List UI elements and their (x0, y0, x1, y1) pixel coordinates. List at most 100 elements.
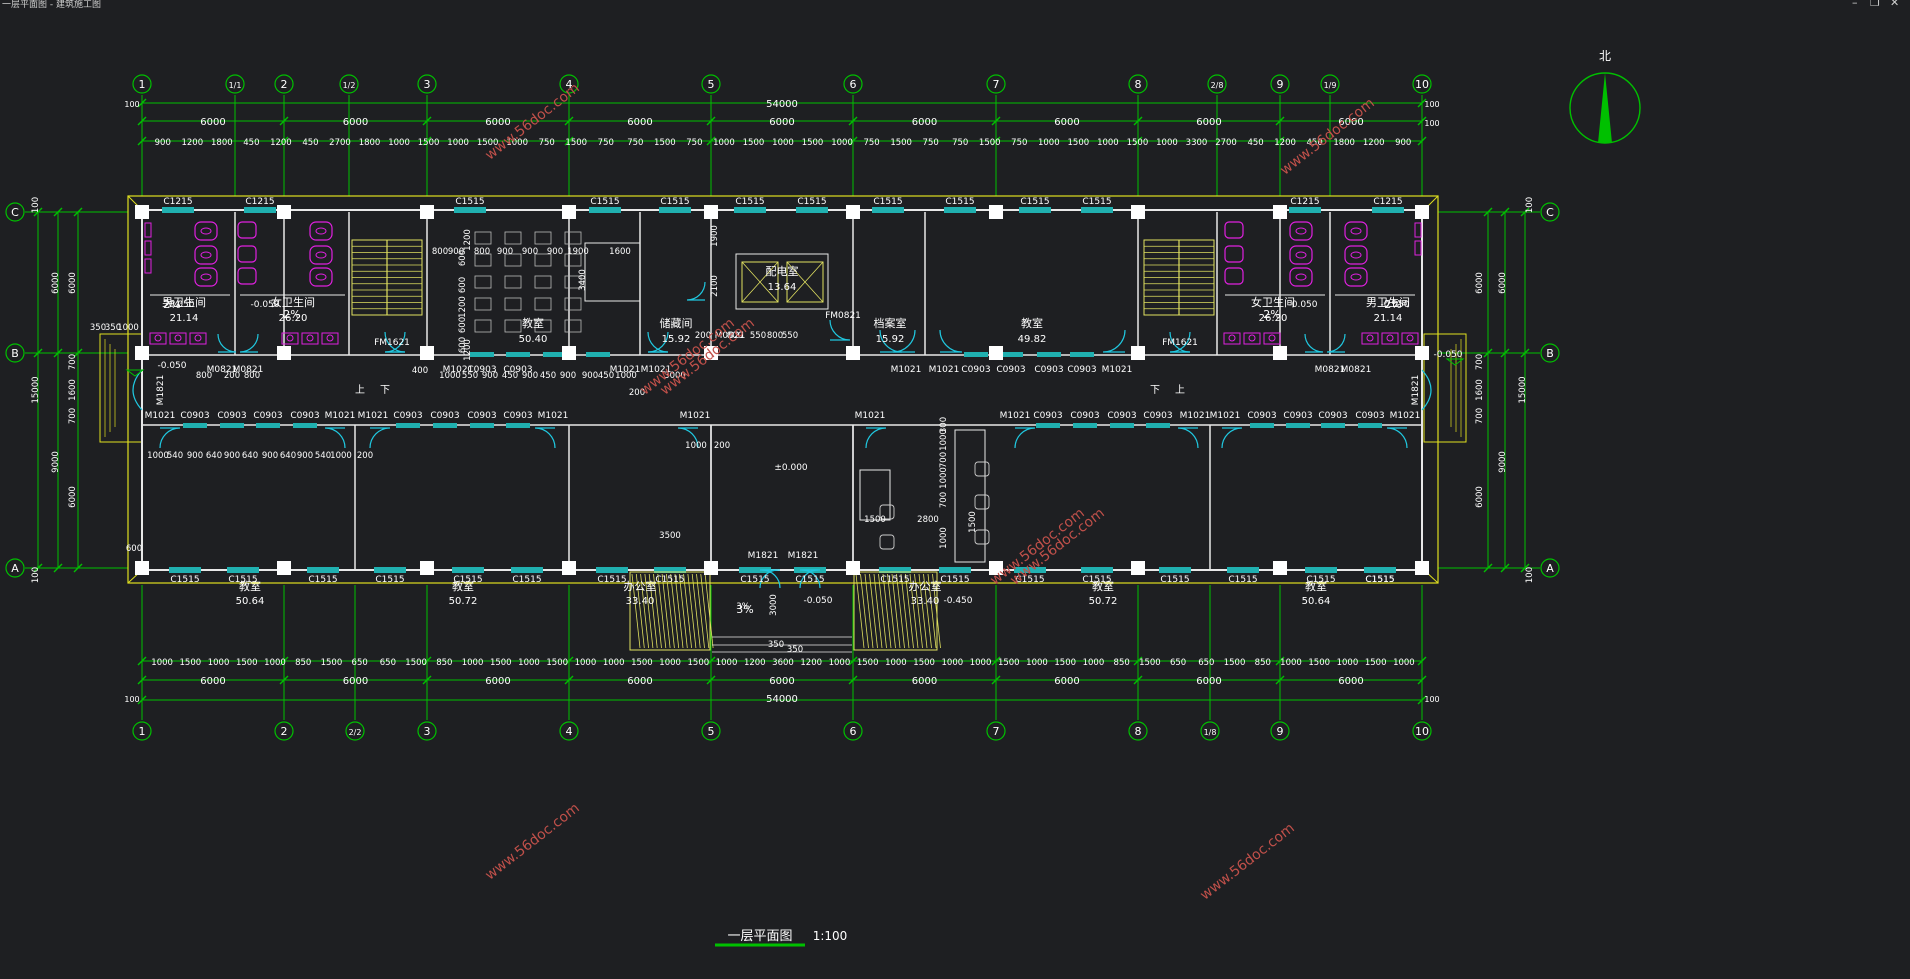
window (1081, 207, 1113, 213)
close-button[interactable]: ✕ (1890, 0, 1900, 9)
window-label: C0903 (1034, 365, 1063, 375)
slope-mark: 2% (283, 308, 300, 321)
dim-inner: 900 (522, 371, 538, 381)
room-name: 储藏间 (660, 316, 693, 330)
window-label: C0903 (467, 411, 496, 421)
dim-detail: 1000 (659, 658, 681, 668)
dim-bay: 6000 (912, 117, 937, 128)
level-mark: -0.050 (165, 300, 194, 310)
dim-detail: 1500 (890, 138, 912, 148)
minimize-button[interactable]: – (1852, 0, 1858, 9)
dim-detail: 1000 (1083, 658, 1105, 668)
axis-label-top: 3 (424, 78, 431, 91)
step-hatch (914, 573, 923, 649)
window-label: C1515 (1160, 575, 1189, 585)
dimension-tick (137, 656, 147, 666)
watermark: www.56doc.com (482, 800, 582, 883)
dim-bay: 6000 (627, 117, 652, 128)
window (506, 352, 530, 357)
axis-label-top: 1/9 (1324, 81, 1337, 90)
dim-detail: 1500 (321, 658, 343, 668)
stair-direction: 下 (380, 385, 390, 396)
step-hatch (683, 573, 692, 649)
window-label: C0903 (217, 411, 246, 421)
window-titlebar: 一层平面图 - 建筑施工图 – ❐ ✕ (0, 0, 1910, 10)
door-swing (369, 427, 391, 449)
window (256, 423, 280, 428)
restore-button[interactable]: ❐ (1870, 0, 1880, 9)
window (470, 352, 494, 357)
dimension-tick (1133, 675, 1143, 685)
dim-bay: 6000 (1196, 117, 1221, 128)
window (1014, 567, 1046, 573)
step-hatch (864, 573, 874, 649)
dim-inner: 200 (629, 388, 645, 398)
dimension-tick (137, 98, 147, 108)
dim-detail: 1500 (565, 138, 587, 148)
sink-bowl (306, 334, 314, 342)
window-label: C1515 (453, 575, 482, 585)
room-name: 教室 (239, 579, 261, 593)
door-swing (892, 329, 916, 353)
dimension-tick (1417, 656, 1427, 666)
room-name: 女卫生间 (271, 295, 315, 309)
axis-label-top: 1/2 (343, 81, 356, 90)
dimension-tick (1275, 656, 1285, 666)
window-label: C1515 (873, 197, 902, 207)
dim-detail: 650 (352, 658, 368, 668)
step-hatch (631, 573, 641, 649)
desk (504, 319, 522, 333)
desk (504, 275, 522, 289)
axis-bubble (986, 721, 1006, 741)
step-hatch (691, 573, 701, 649)
column (420, 346, 434, 360)
dimension-tick (422, 116, 432, 126)
dim-inner: 900 (547, 247, 563, 257)
toilet-bowl (1295, 251, 1307, 259)
stair-direction: 上 (1175, 384, 1185, 396)
dim-inner: 550 (462, 371, 478, 381)
window-label: C1515 (1015, 575, 1044, 585)
door-label: M1021 (538, 411, 569, 421)
sink (1223, 332, 1241, 345)
window (1019, 207, 1051, 213)
room-name: 教室 (1092, 579, 1114, 593)
dim-inner: 200 (695, 331, 711, 341)
door-label: M1021 (610, 365, 641, 375)
window-label: C1215 (245, 197, 274, 207)
door-label: M0821 (715, 331, 746, 341)
dimension-tick (33, 207, 43, 217)
step-hatch (896, 573, 905, 649)
dim-detail: 1000 (518, 658, 540, 668)
dim-detail: 1500 (631, 658, 653, 668)
door-swing (217, 333, 237, 353)
dim-detail: 1500 (477, 138, 499, 148)
door-label: M1021 (1102, 365, 1133, 375)
door-label: M1821 (748, 551, 779, 561)
column (1273, 346, 1287, 360)
dimension-tick (53, 348, 63, 358)
toilet-stall (1344, 245, 1368, 265)
toilet-bowl (1350, 251, 1362, 259)
slope-mark: 2% (1384, 298, 1401, 311)
sink (1381, 332, 1399, 345)
window (1364, 567, 1396, 573)
door-label: FM0821 (825, 311, 861, 321)
door-label: M1821 (788, 551, 819, 561)
dim-detail: 1000 (831, 138, 853, 148)
sink-bowl (194, 334, 202, 342)
level-mark: -0.050 (250, 300, 279, 310)
axis-bubble (1320, 74, 1340, 94)
sink-bowl (154, 334, 162, 342)
elevator-shaft (735, 253, 829, 310)
dim-detail: 750 (598, 138, 614, 148)
window (183, 423, 207, 428)
dim-detail: 1000 (603, 658, 625, 668)
toilet-bowl (315, 227, 327, 235)
north-arrow: 北 (1569, 49, 1641, 144)
dim-inner: 600 (458, 337, 468, 353)
axis-bubble (843, 74, 863, 94)
dim-inner: 900 (522, 247, 538, 257)
axis-bubble (1207, 74, 1227, 94)
